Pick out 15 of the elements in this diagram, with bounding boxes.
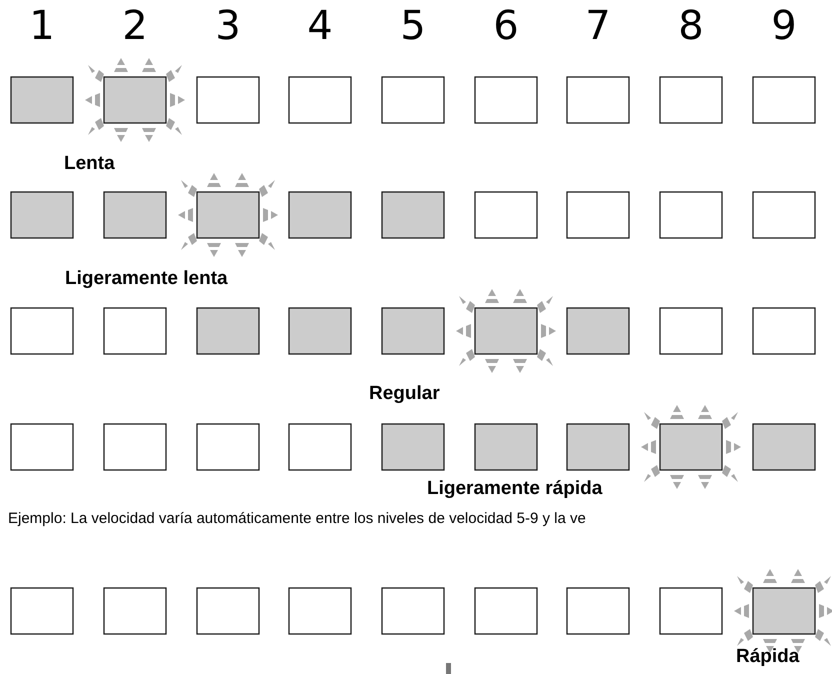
column-number: 3 — [214, 4, 242, 48]
column-number: 9 — [770, 4, 798, 48]
column-number: 2 — [121, 4, 149, 48]
speed-label: Ligeramente rápida — [427, 478, 602, 500]
speed-label: Regular — [369, 383, 440, 405]
column-number: 4 — [306, 4, 334, 48]
column-number: 5 — [399, 4, 427, 48]
column-number: 6 — [492, 4, 520, 48]
speed-label: Ligeramente lenta — [65, 268, 228, 290]
speed-label: Rápida — [736, 646, 800, 668]
speed-label: Lenta — [64, 153, 115, 175]
column-number: 7 — [584, 4, 612, 48]
column-number: 8 — [677, 4, 705, 48]
column-number: 1 — [28, 4, 56, 48]
example-note: Ejemplo: La velocidad varía automáticamente entre los niveles de velocidad 5-9 y la ve — [8, 510, 586, 528]
